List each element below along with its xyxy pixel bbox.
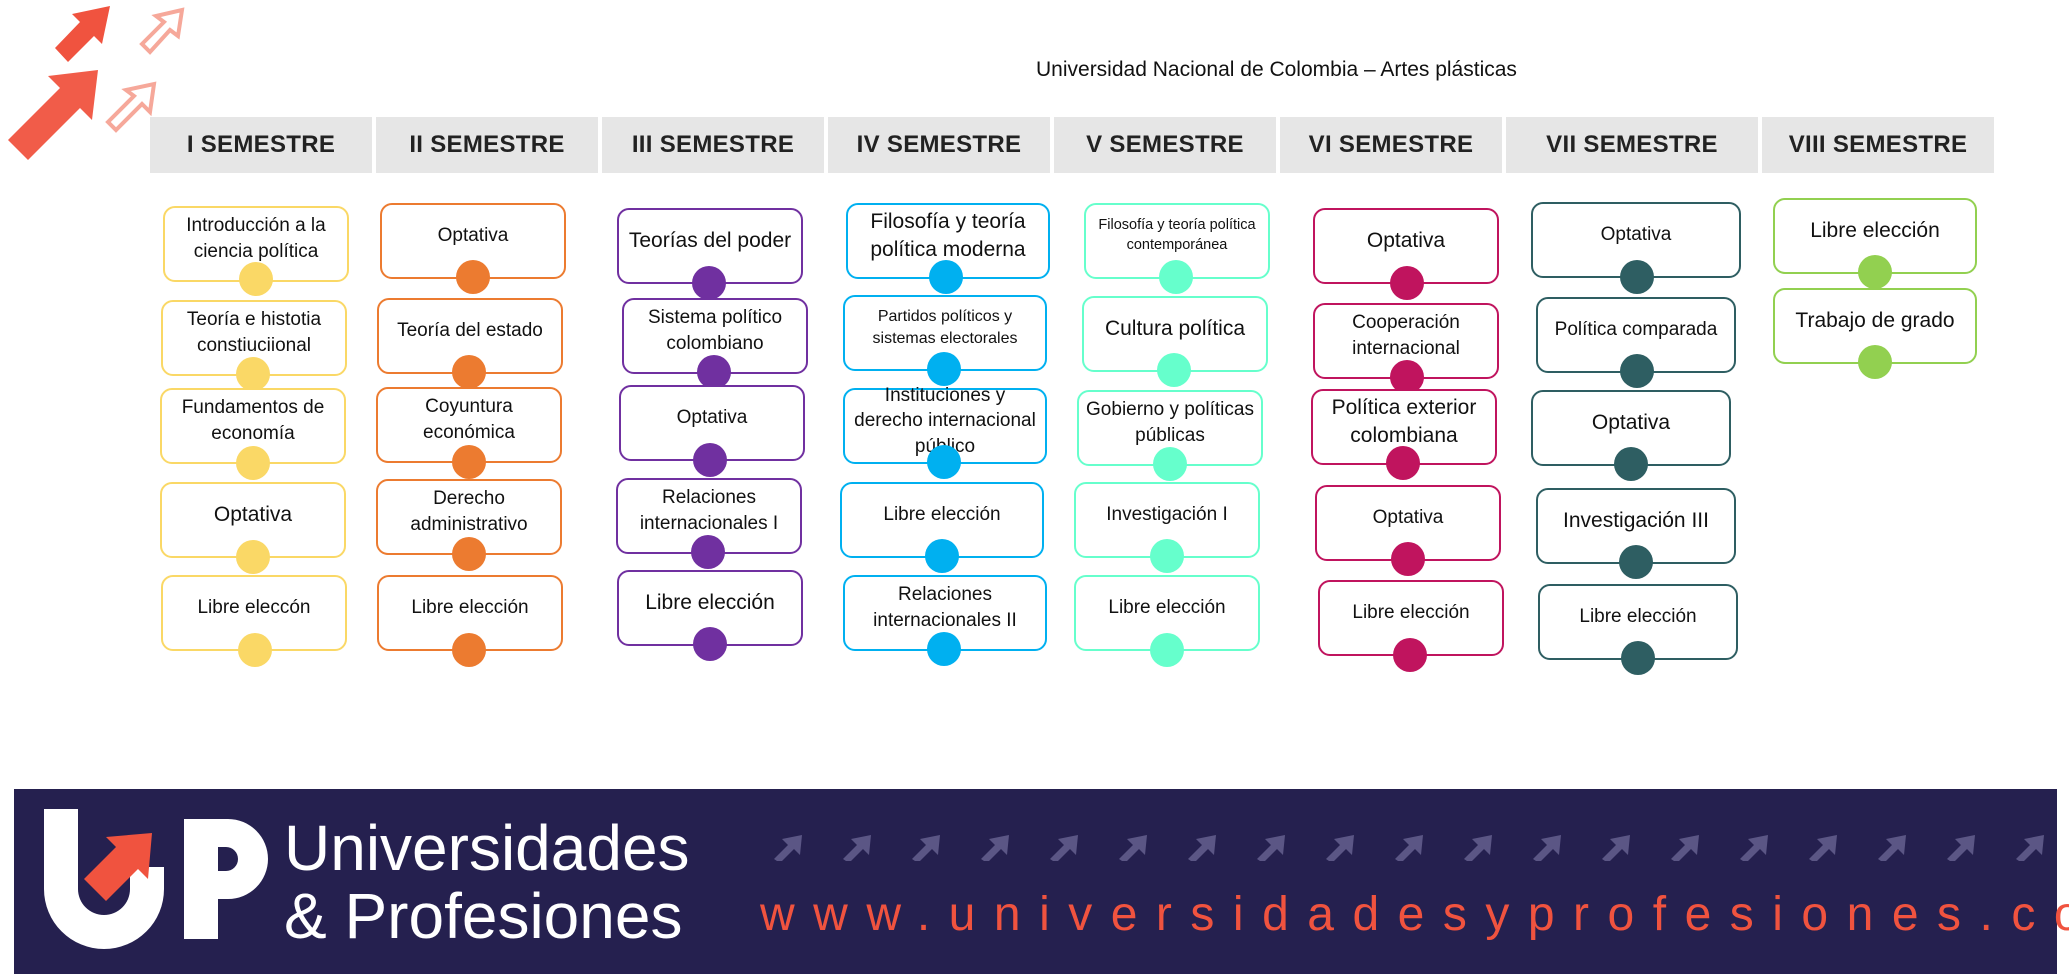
course-dot (456, 260, 490, 294)
brand-name-line1: Universidades (284, 812, 690, 884)
course-box: Cooperación internacional (1313, 303, 1499, 379)
course-dot (1390, 266, 1424, 300)
course-dot (1150, 633, 1184, 667)
footer-banner: Universidades & Profesiones www.universi… (14, 789, 2069, 974)
course-dot (1150, 539, 1184, 573)
course-dot (238, 633, 272, 667)
course-dot (1153, 447, 1187, 481)
page-title: Universidad Nacional de Colombia – Artes… (1036, 58, 1517, 81)
course-dot (1858, 345, 1892, 379)
course-dot (693, 627, 727, 661)
course-dot (1620, 354, 1654, 388)
course-dot (1393, 638, 1427, 672)
semester-3-header: III SEMESTRE (602, 117, 824, 173)
course-dot (1159, 260, 1193, 294)
semester-2-header: II SEMESTRE (376, 117, 598, 173)
course-dot (925, 539, 959, 573)
course-dot (929, 260, 963, 294)
course-dot (236, 540, 270, 574)
semester-5-header: V SEMESTRE (1054, 117, 1276, 173)
course-dot (927, 352, 961, 386)
semester-4-header: IV SEMESTRE (828, 117, 1050, 173)
course-dot (1614, 447, 1648, 481)
up-logo-icon (44, 809, 268, 949)
brand-name-line2: & Profesiones (284, 880, 683, 952)
semester-1-header: I SEMESTRE (150, 117, 372, 173)
course-dot (1391, 542, 1425, 576)
course-dot (1858, 255, 1892, 289)
course-dot (239, 262, 273, 296)
course-dot (452, 633, 486, 667)
course-box: Relaciones internacionales II (843, 575, 1047, 651)
course-box: Introducción a la ciencia política (163, 206, 349, 282)
course-dot (697, 355, 731, 389)
course-box: Relaciones internacionales I (616, 478, 802, 554)
course-dot (1386, 446, 1420, 480)
course-dot (927, 445, 961, 479)
semester-7-header: VII SEMESTRE (1506, 117, 1758, 173)
course-dot (1619, 545, 1653, 579)
course-dot (927, 632, 961, 666)
course-dot (236, 357, 270, 391)
course-box: Libre elección (1773, 198, 1977, 274)
course-dot (236, 446, 270, 480)
course-dot (452, 355, 486, 389)
decorative-arrows-icon (774, 835, 2044, 861)
course-dot (1157, 353, 1191, 387)
course-dot (452, 537, 486, 571)
arrows-logo-icon (8, 6, 185, 160)
course-dot (692, 266, 726, 300)
course-dot (1621, 641, 1655, 675)
semester-8-header: VIII SEMESTRE (1762, 117, 1994, 173)
course-box: Sistema político colombiano (622, 298, 808, 374)
course-dot (1620, 260, 1654, 294)
semester-6-header: VI SEMESTRE (1280, 117, 1502, 173)
course-dot (693, 443, 727, 477)
course-dot (1390, 360, 1424, 394)
course-dot (691, 535, 725, 569)
course-box: Trabajo de grado (1773, 288, 1977, 364)
course-dot (452, 445, 486, 479)
website-url: www.universidadesyprofesiones.com (760, 888, 2069, 941)
course-box: Teorías del poder (617, 208, 803, 284)
course-box: Optativa (1313, 208, 1499, 284)
